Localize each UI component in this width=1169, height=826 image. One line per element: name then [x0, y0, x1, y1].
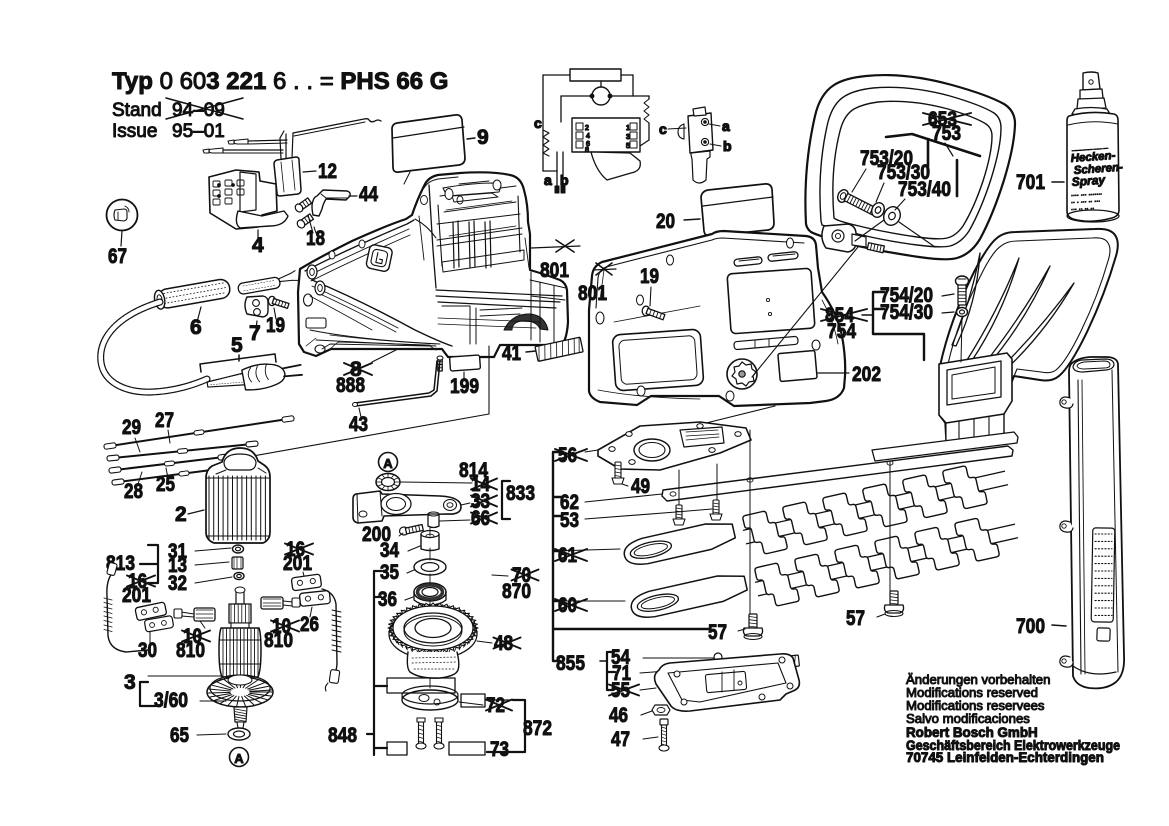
svg-text:44: 44 — [359, 183, 378, 206]
svg-text:701: 701 — [1016, 171, 1045, 194]
svg-text:801: 801 — [540, 259, 569, 282]
svg-text:753/30: 753/30 — [877, 161, 930, 184]
svg-text:53: 53 — [560, 509, 579, 532]
svg-text:5: 5 — [231, 334, 243, 357]
svg-text:Stand: Stand — [112, 100, 162, 121]
svg-text:810: 810 — [264, 629, 293, 652]
svg-text:Geschäftsbereich Elektrowerkze: Geschäftsbereich Elektrowerkzeuge — [906, 738, 1120, 753]
svg-text:753/40: 753/40 — [898, 178, 951, 201]
svg-text:27: 27 — [155, 409, 174, 432]
svg-text:Spray: Spray — [1071, 173, 1107, 189]
svg-text:28: 28 — [124, 480, 143, 503]
svg-text:32: 32 — [168, 572, 187, 595]
svg-text:13: 13 — [168, 554, 187, 577]
svg-text:5: 5 — [626, 143, 630, 150]
svg-text:200: 200 — [362, 523, 391, 546]
svg-text:c: c — [659, 121, 667, 137]
svg-text:753/20: 753/20 — [860, 147, 913, 170]
svg-text:Änderungen vorbehalten: Änderungen vorbehalten — [906, 672, 1050, 687]
svg-text:73: 73 — [490, 738, 509, 761]
svg-text:814: 814 — [459, 459, 488, 482]
svg-text:700: 700 — [1016, 615, 1045, 638]
svg-text:65: 65 — [170, 724, 189, 747]
svg-text:8: 8 — [585, 147, 589, 154]
svg-text:18: 18 — [306, 227, 325, 250]
svg-text:A: A — [234, 751, 244, 766]
svg-text:70745 Leinfelden-Echterdingen: 70745 Leinfelden-Echterdingen — [906, 750, 1104, 765]
svg-text:Modifications reservees: Modifications reservees — [906, 698, 1045, 713]
svg-text:4: 4 — [252, 234, 264, 257]
svg-text:Issue: Issue — [112, 121, 157, 142]
svg-text:.. . ... .. ...: .. . ... .. ... — [1071, 196, 1101, 205]
svg-text:4: 4 — [586, 133, 590, 140]
svg-text:201: 201 — [283, 552, 312, 575]
svg-text:c: c — [534, 115, 542, 131]
svg-text:754: 754 — [827, 320, 856, 343]
svg-text:201: 201 — [122, 584, 151, 607]
svg-text:46: 46 — [609, 704, 628, 727]
svg-text:20: 20 — [656, 210, 675, 233]
svg-text:b: b — [723, 138, 732, 154]
svg-text:848: 848 — [328, 724, 357, 747]
svg-text:43: 43 — [349, 413, 368, 436]
svg-text:3: 3 — [124, 671, 136, 694]
svg-text:.... ... .......: .... ... ....... — [1071, 189, 1102, 198]
svg-text:25: 25 — [156, 473, 175, 496]
svg-text:29: 29 — [122, 416, 141, 439]
svg-text:888: 888 — [336, 374, 365, 397]
svg-text:26: 26 — [300, 613, 319, 636]
svg-text:30: 30 — [138, 639, 157, 662]
svg-text:12: 12 — [318, 160, 337, 183]
svg-text:Typ 0 603 221 6 . . = PHS 66: Typ 0 603 221 6 . . = PHS 66 G — [112, 68, 448, 95]
svg-text:54: 54 — [611, 646, 630, 669]
svg-text:833: 833 — [506, 482, 535, 505]
svg-text:47: 47 — [611, 728, 630, 751]
svg-text:19: 19 — [266, 314, 285, 337]
svg-text:870: 870 — [502, 580, 531, 603]
svg-text:202: 202 — [852, 363, 881, 386]
svg-text:34: 34 — [380, 539, 399, 562]
svg-text:67: 67 — [108, 245, 127, 268]
svg-text:3: 3 — [626, 134, 630, 141]
svg-text:... .. .. ..: ... .. .. .. — [1071, 204, 1095, 212]
svg-text:754/20: 754/20 — [880, 284, 933, 307]
svg-text:Robert Bosch GmbH: Robert Bosch GmbH — [906, 725, 1038, 740]
svg-text:199: 199 — [450, 375, 479, 398]
svg-text:Salvo modificaciones: Salvo modificaciones — [906, 711, 1030, 726]
svg-text:49: 49 — [631, 475, 650, 498]
svg-text:95–01: 95–01 — [172, 121, 225, 142]
svg-text:62: 62 — [560, 491, 579, 514]
svg-text:753: 753 — [932, 122, 961, 145]
svg-text:855: 855 — [556, 652, 585, 675]
svg-text:801: 801 — [578, 282, 607, 305]
svg-text:a: a — [544, 172, 552, 188]
svg-text:2: 2 — [585, 125, 589, 132]
svg-text:Scheren-: Scheren- — [1073, 162, 1123, 177]
svg-text:6: 6 — [190, 316, 202, 339]
svg-text:36: 36 — [378, 588, 397, 611]
svg-text:19: 19 — [640, 265, 659, 288]
svg-text:35: 35 — [380, 561, 399, 584]
svg-text:9: 9 — [477, 126, 489, 149]
svg-text:b: b — [560, 172, 569, 188]
svg-text:6: 6 — [586, 141, 590, 148]
svg-text:_____ __ _: _____ __ _ — [1071, 140, 1109, 152]
svg-text:71: 71 — [612, 662, 631, 685]
svg-text:754/30: 754/30 — [880, 301, 933, 324]
svg-text:3/60: 3/60 — [154, 689, 188, 712]
svg-text:57: 57 — [846, 607, 865, 630]
svg-text:2: 2 — [175, 503, 187, 526]
svg-text:Hecken-: Hecken- — [1070, 150, 1116, 165]
svg-text:a: a — [722, 118, 730, 134]
svg-text:7: 7 — [249, 322, 261, 345]
svg-text:A: A — [383, 456, 393, 471]
svg-text:810: 810 — [176, 639, 205, 662]
svg-text:41: 41 — [502, 342, 521, 365]
svg-text:57: 57 — [708, 621, 727, 644]
svg-text:1: 1 — [626, 125, 630, 132]
svg-text:31: 31 — [168, 540, 187, 563]
svg-text:872: 872 — [523, 717, 552, 740]
svg-text:Modifications reserved: Modifications reserved — [906, 685, 1038, 700]
